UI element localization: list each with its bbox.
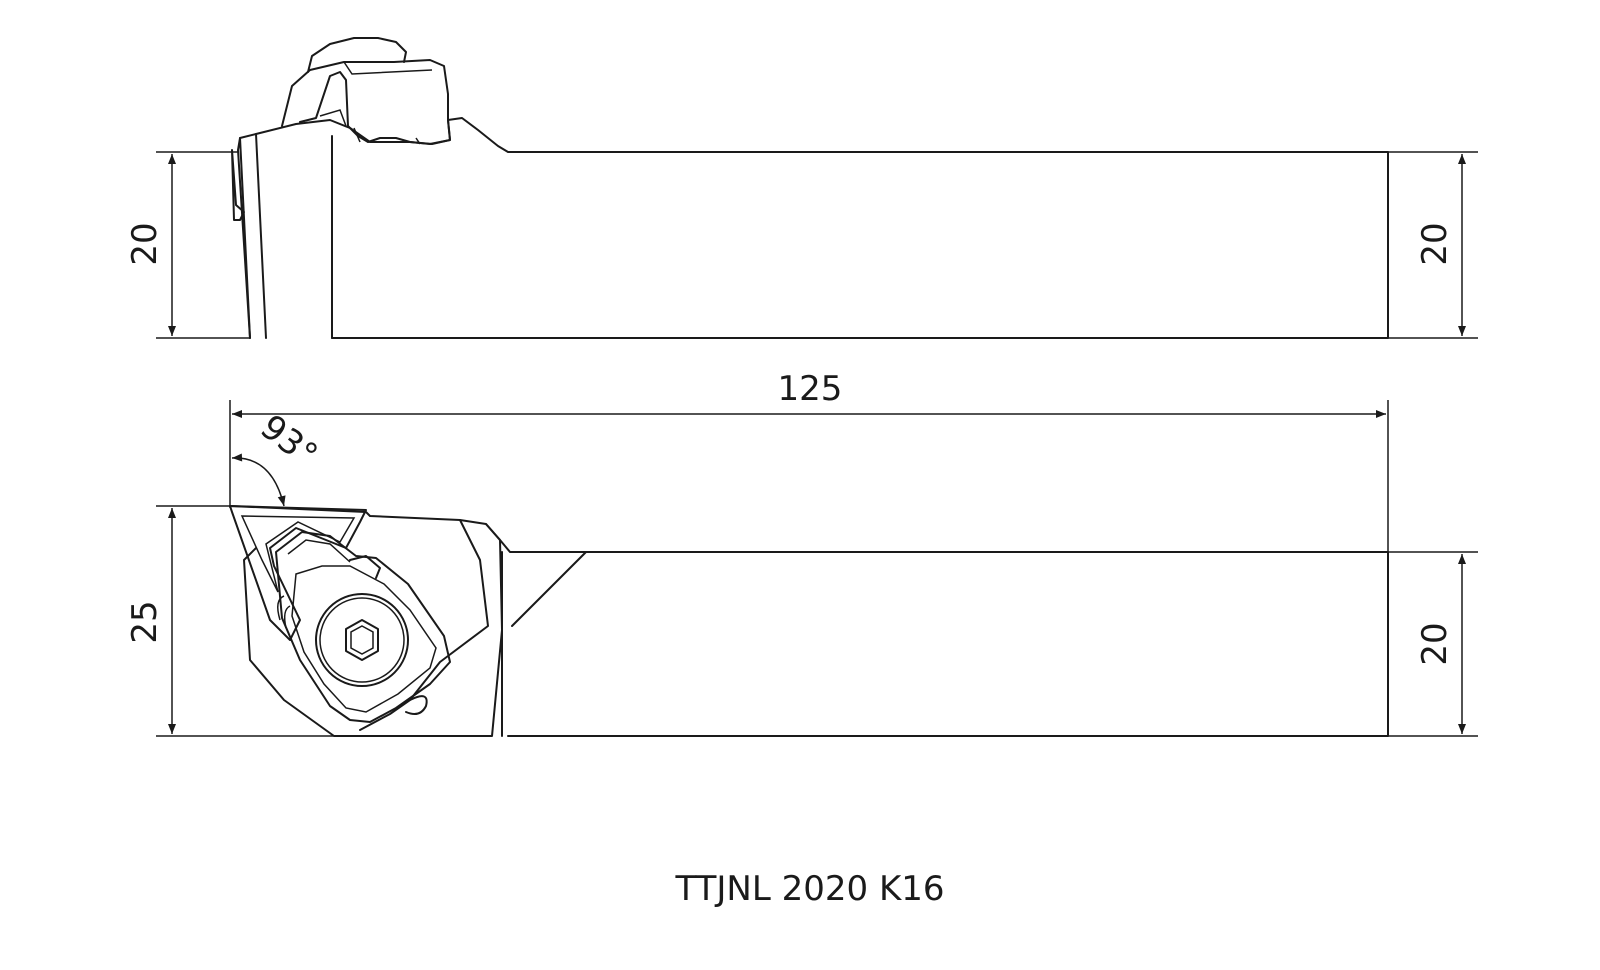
top-pin — [405, 695, 428, 715]
top-head-face — [359, 519, 489, 731]
clamp-screw-inner — [319, 597, 405, 683]
top-clamp-tab — [349, 555, 381, 579]
overall-length-dimension: 125 — [229, 369, 1389, 552]
side-clamp-top — [307, 37, 407, 73]
hex-socket — [345, 619, 379, 661]
side-dim-left-label: 20 — [125, 222, 165, 265]
top-dim-right-label: 20 — [1415, 622, 1455, 665]
top-clamp-inner — [287, 539, 437, 713]
clamp-screw — [315, 593, 409, 687]
top-view: 25 20 — [125, 505, 1478, 737]
hex-socket-inner — [350, 625, 374, 655]
top-dim-left-label: 25 — [125, 600, 165, 643]
top-head-outline — [243, 523, 503, 737]
part-number-caption: TTJNL 2020 K16 — [674, 869, 944, 909]
side-dim-right-label: 20 — [1415, 222, 1455, 265]
side-head-front — [231, 133, 267, 339]
insert-inner — [240, 515, 356, 593]
angle-arc — [231, 453, 286, 507]
top-clamp — [275, 531, 451, 723]
top-chamfer-edge — [511, 551, 587, 627]
side-view: 20 20 — [125, 37, 1478, 339]
screw-rim — [277, 595, 291, 629]
length-dim-label: 125 — [778, 369, 843, 409]
angle-label: 93° — [253, 407, 325, 476]
side-shank-outline — [237, 117, 1389, 339]
side-clamp — [281, 59, 451, 145]
approach-angle-dimension: 93° — [231, 407, 325, 507]
side-clamp-detail — [319, 61, 433, 145]
insert-outline — [229, 505, 367, 641]
